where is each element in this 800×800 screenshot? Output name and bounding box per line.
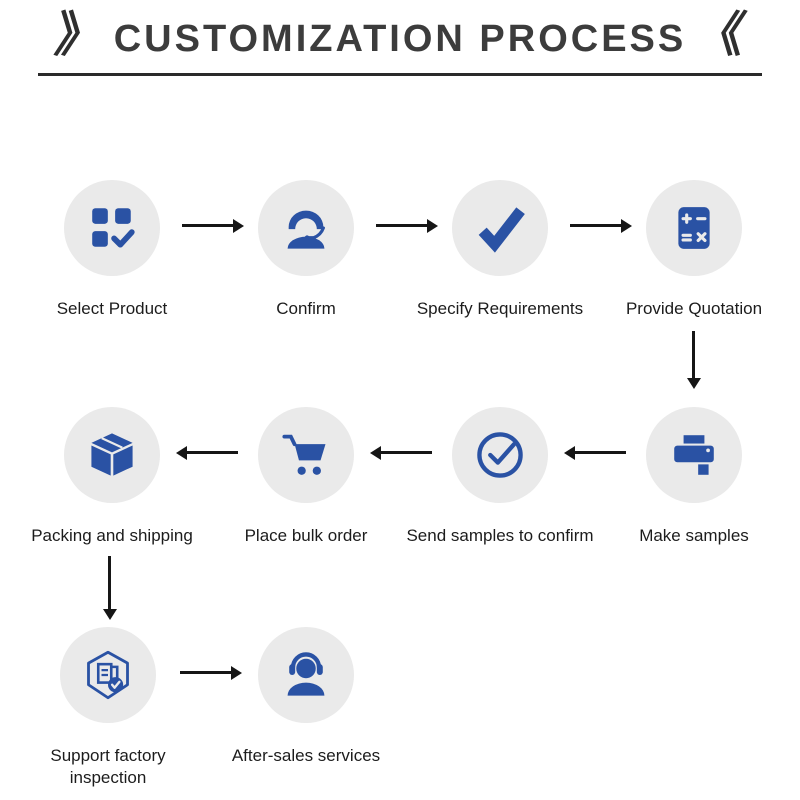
step-circle <box>64 180 160 276</box>
process-step-place-bulk-order: Place bulk order <box>245 407 367 545</box>
right-double-angle-icon: 《 <box>691 9 750 62</box>
step-label: Confirm <box>276 299 336 318</box>
title-underline <box>38 73 762 76</box>
step-label: Send samples to confirm <box>406 526 594 545</box>
package-box-icon <box>91 433 133 476</box>
headset-person-icon <box>287 652 325 696</box>
arrow-down-icon <box>686 331 701 389</box>
process-step-after-sales: After-sales services <box>232 627 380 765</box>
product-grid-check-icon <box>92 208 135 248</box>
step-label: Support factory inspection <box>50 746 166 788</box>
step-label: Packing and shipping <box>31 526 193 545</box>
process-step-select-product: Select Product <box>57 180 167 318</box>
calculator-icon <box>678 207 710 249</box>
step-label: Provide Quotation <box>625 299 763 318</box>
step-circle <box>258 627 354 723</box>
process-step-specify-requirements: Specify Requirements <box>417 180 583 318</box>
step-circle <box>64 407 160 503</box>
arrow-right-icon <box>376 218 438 233</box>
step-label: After-sales services <box>231 746 381 765</box>
process-step-make-samples: Make samples <box>639 407 749 545</box>
arrow-left-icon <box>564 445 626 460</box>
arrow-right-icon <box>570 218 632 233</box>
checkmark-icon <box>478 207 525 253</box>
circle-check-icon <box>477 432 523 478</box>
arrow-left-icon <box>176 445 238 460</box>
left-double-angle-icon: 》 <box>51 9 109 62</box>
process-step-provide-quotation: Provide Quotation <box>626 180 762 318</box>
step-label: Select Product <box>56 299 168 318</box>
customer-service-icon <box>287 210 325 249</box>
step-label: Specify Requirements <box>416 299 584 318</box>
page-title: 》 CUSTOMIZATION PROCESS 《 <box>0 9 800 68</box>
step-label: Make samples <box>639 526 749 545</box>
step-circle <box>646 180 742 276</box>
shopping-cart-icon <box>282 434 326 475</box>
process-step-confirm: Confirm <box>258 180 354 318</box>
step-circle <box>452 407 548 503</box>
arrow-right-icon <box>180 665 242 680</box>
process-step-send-samples: Send samples to confirm <box>406 407 594 545</box>
title-text: CUSTOMIZATION PROCESS <box>113 17 687 60</box>
step-circle <box>258 407 354 503</box>
printer-icon <box>674 435 714 475</box>
factory-inspection-icon <box>87 650 129 700</box>
arrow-down-icon <box>102 556 117 620</box>
arrow-right-icon <box>182 218 244 233</box>
step-circle <box>60 627 156 723</box>
step-circle <box>646 407 742 503</box>
step-circle <box>258 180 354 276</box>
process-step-factory-inspection: Support factory inspection <box>50 627 166 787</box>
arrow-left-icon <box>370 445 432 460</box>
step-circle <box>452 180 548 276</box>
step-label: Place bulk order <box>244 526 368 545</box>
process-step-packing-shipping: Packing and shipping <box>31 407 193 545</box>
